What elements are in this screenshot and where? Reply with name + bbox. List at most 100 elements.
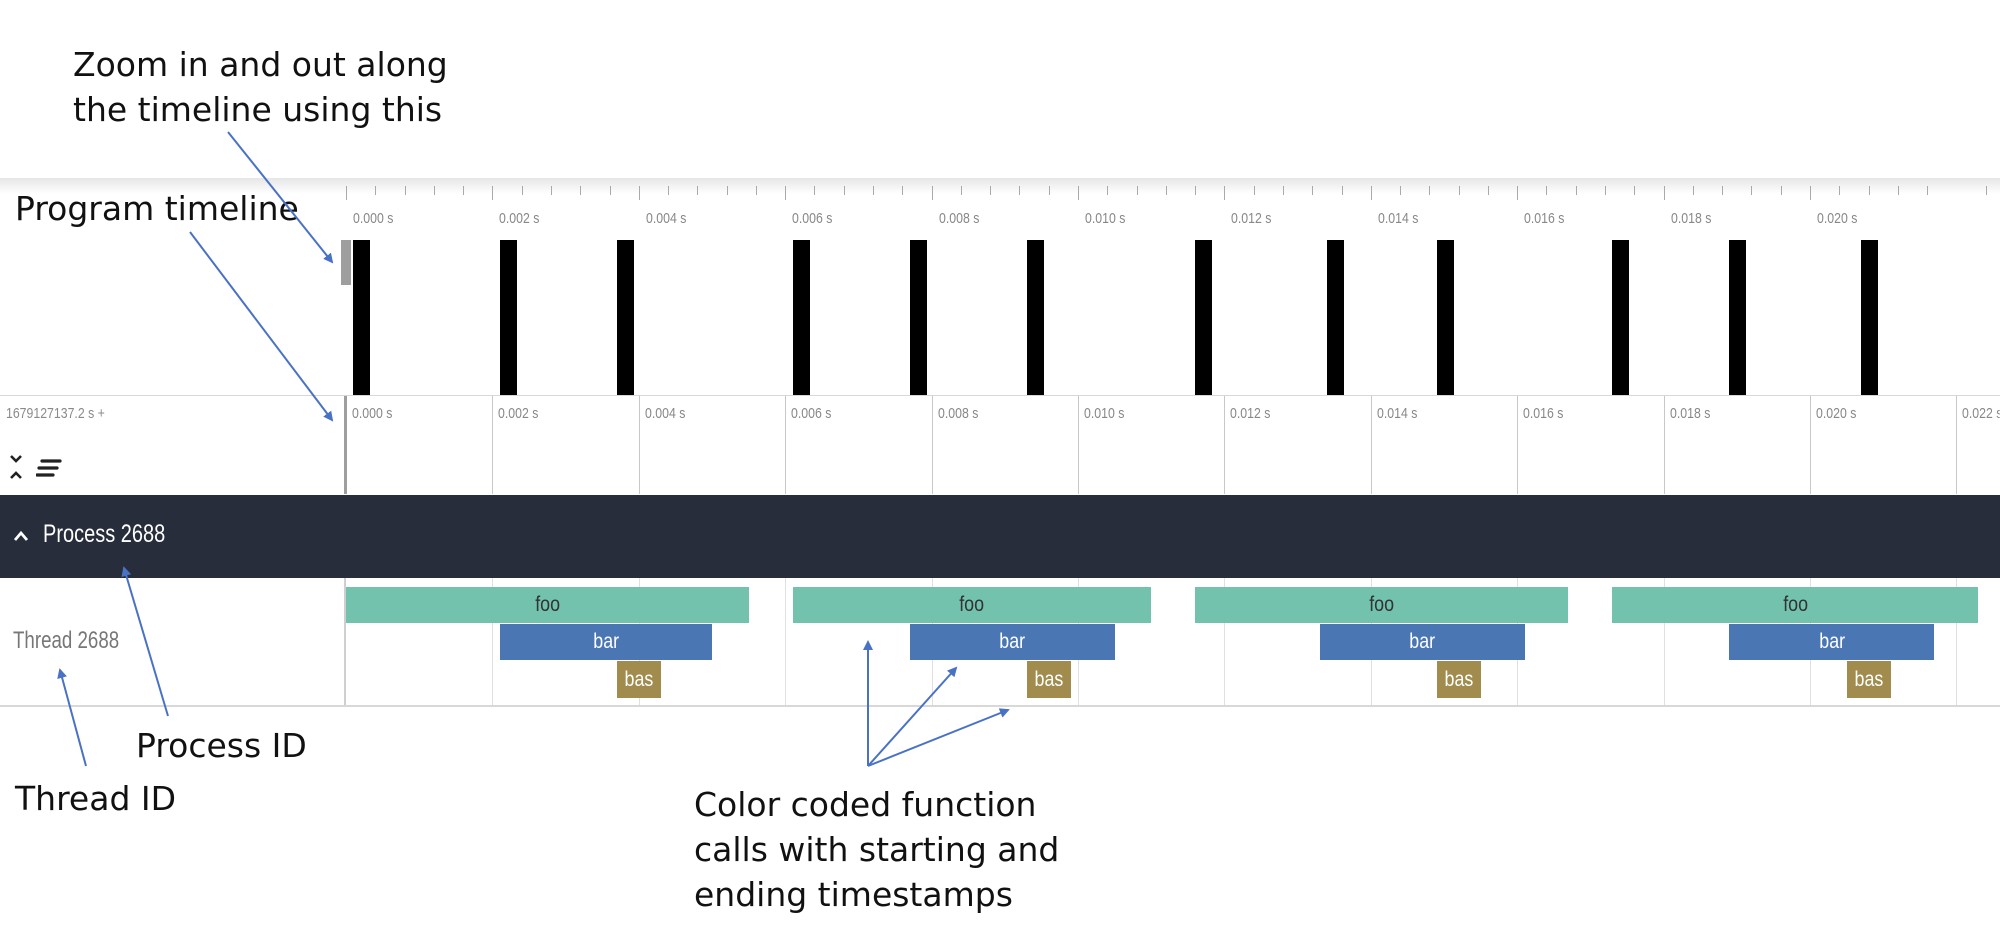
- thread-id-annotation: Thread ID: [15, 779, 177, 818]
- ruler-minor-tick: [1897, 186, 1899, 195]
- ruler-minor-tick: [1136, 186, 1138, 195]
- function-call-label: bar: [1819, 630, 1845, 653]
- function-calls-annotation: Color coded function calls with starting…: [694, 785, 1060, 914]
- axis-gridline: [785, 396, 787, 494]
- activity-bar: [1026, 240, 1044, 395]
- function-call-bas[interactable]: bas: [1846, 661, 1891, 698]
- axis-tick-label: 0.018 s: [1669, 405, 1710, 422]
- activity-bar: [499, 240, 517, 395]
- function-call-bas[interactable]: bas: [1026, 661, 1071, 698]
- ruler-minor-tick: [1985, 186, 1987, 195]
- ruler-tick-label: 0.008 s: [938, 210, 979, 227]
- ruler-tick-label: 0.010 s: [1085, 210, 1126, 227]
- ruler-minor-tick: [1839, 186, 1841, 195]
- ruler-minor-tick: [1312, 186, 1314, 195]
- collapse-expand-icon[interactable]: [8, 452, 24, 482]
- ruler-tick-label: 0.002 s: [499, 210, 540, 227]
- ruler-minor-tick: [1634, 186, 1636, 195]
- function-call-bar[interactable]: bar: [909, 624, 1115, 660]
- activity-bar: [792, 240, 810, 395]
- function-call-foo[interactable]: foo: [346, 587, 749, 623]
- ruler-minor-tick: [1341, 186, 1343, 195]
- ruler-minor-tick: [755, 186, 757, 195]
- function-call-label: foo: [959, 593, 985, 616]
- axis-tick-label: 0.000 s: [352, 405, 393, 422]
- ruler-minor-tick: [1458, 186, 1460, 195]
- sort-lines-icon[interactable]: [36, 457, 62, 479]
- process-header[interactable]: [0, 495, 2000, 578]
- axis-tick-label: 0.004 s: [644, 405, 686, 422]
- axis-gridline: [1810, 396, 1811, 494]
- axis-tick-label: 0.014 s: [1376, 405, 1418, 422]
- axis-tick-label: 0.006 s: [791, 405, 832, 422]
- ruler-minor-tick: [1429, 186, 1431, 195]
- chevron-up-icon[interactable]: [13, 529, 29, 543]
- ruler-minor-tick: [1780, 186, 1782, 195]
- ruler-tick-label: 0.000 s: [353, 210, 394, 227]
- ruler-tick-label: 0.006 s: [792, 210, 833, 227]
- ruler-major-tick: [1078, 186, 1079, 200]
- ruler-minor-tick: [1253, 186, 1255, 195]
- function-call-bar[interactable]: bar: [499, 624, 712, 660]
- ruler-minor-tick: [1927, 186, 1929, 195]
- ruler-major-tick: [1663, 186, 1665, 200]
- ruler-tick-label: 0.004 s: [645, 210, 687, 227]
- ruler-minor-tick: [1751, 186, 1753, 195]
- ruler-minor-tick: [550, 186, 552, 195]
- function-call-label: foo: [1369, 593, 1395, 616]
- ruler-minor-tick: [1107, 186, 1109, 195]
- thread-label: Thread 2688: [13, 627, 120, 654]
- ruler-major-tick: [638, 186, 640, 200]
- function-call-label: foo: [534, 593, 560, 616]
- function-call-foo[interactable]: foo: [1612, 587, 1979, 623]
- ruler-major-tick: [1224, 186, 1226, 200]
- axis-gridline: [1078, 396, 1079, 494]
- ruler-major-tick: [1810, 186, 1811, 200]
- activity-overview[interactable]: [345, 240, 2000, 395]
- function-call-bar[interactable]: bar: [1319, 624, 1525, 660]
- timeline-arrow: [189, 231, 334, 422]
- thread-gridline: [1663, 578, 1665, 706]
- axis-tick-label: 0.020 s: [1816, 405, 1857, 422]
- function-call-foo[interactable]: foo: [1195, 587, 1569, 623]
- function-call-bas[interactable]: bas: [1436, 661, 1481, 698]
- function-call-label: bar: [1409, 630, 1435, 653]
- ruler-minor-tick: [433, 186, 435, 195]
- function-call-bas[interactable]: bas: [616, 661, 661, 698]
- ruler-minor-tick: [1868, 186, 1870, 195]
- function-call-bar[interactable]: bar: [1729, 624, 1935, 660]
- thread-gridline: [492, 578, 494, 706]
- zoom-annotation: Zoom in and out along the timeline using…: [73, 45, 448, 129]
- axis-gridline: [1517, 396, 1519, 494]
- function-call-foo[interactable]: foo: [792, 587, 1152, 623]
- ruler-minor-tick: [1692, 186, 1694, 195]
- ruler-tick-label: 0.012 s: [1231, 210, 1272, 227]
- ruler-minor-tick: [1487, 186, 1489, 195]
- axis-gridline: [492, 396, 494, 494]
- activity-bar: [1612, 240, 1630, 395]
- ruler-minor-tick: [1019, 186, 1021, 195]
- process-title: Process 2688: [43, 520, 166, 548]
- ruler-minor-tick: [960, 186, 962, 195]
- axis-gridline: [1370, 396, 1372, 494]
- activity-bar: [1436, 240, 1454, 395]
- ruler-minor-tick: [697, 186, 699, 195]
- axis-tick-label: 0.002 s: [498, 405, 539, 422]
- function-call-label: bar: [999, 630, 1026, 653]
- activity-bar: [616, 240, 634, 395]
- function-call-label: bas: [1444, 668, 1474, 691]
- ruler-minor-tick: [375, 186, 377, 195]
- function-call-label: foo: [1782, 593, 1808, 616]
- overview-ruler: 0.000 s 0.002 s 0.004 s 0.006 s 0.008 s 0.010…: [345, 186, 2000, 238]
- ruler-minor-tick: [1400, 186, 1402, 195]
- call-arrow-bas: [867, 708, 1010, 767]
- thread-divider: [344, 578, 346, 706]
- axis-gridline: [931, 396, 933, 494]
- axis-tick-label: 0.022 s: [1962, 405, 2000, 422]
- zoom-range-handle[interactable]: [341, 240, 351, 285]
- ruler-minor-tick: [990, 186, 992, 195]
- activity-bar: [1729, 240, 1747, 395]
- thread-gridline: [785, 578, 787, 706]
- activity-bar: [1861, 240, 1879, 395]
